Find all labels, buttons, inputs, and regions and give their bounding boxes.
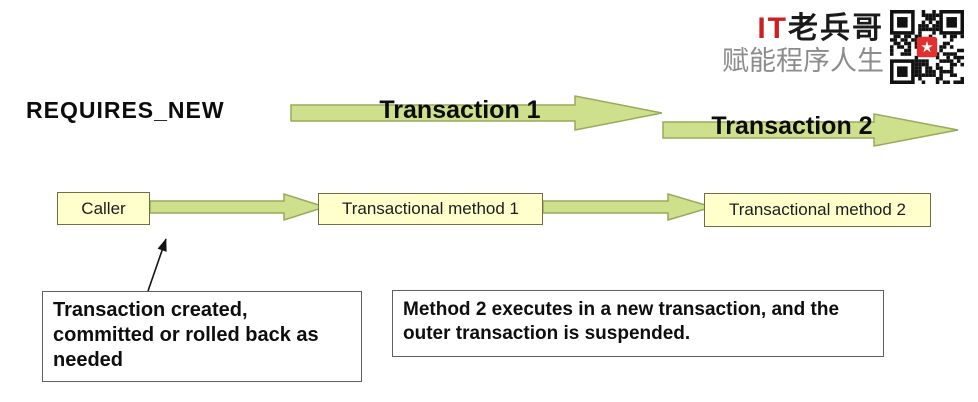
caller-to-method1-arrow — [149, 192, 328, 222]
transaction-2-arrow — [662, 113, 959, 147]
note-transaction-lifecycle: Transaction created, committed or rolled… — [42, 291, 362, 382]
brand-logo-title: IT老兵哥 — [722, 12, 884, 45]
node-transactional-method-1: Transactional method 1 — [318, 193, 543, 225]
svg-text:★: ★ — [920, 39, 934, 56]
transaction-1-arrow — [290, 95, 663, 131]
transaction-1-label: Transaction 1 — [379, 96, 541, 124]
logo-it-text: IT — [757, 12, 788, 45]
transaction-2-label: Transaction 2 — [711, 112, 873, 140]
node-transactional-method-2: Transactional method 2 — [704, 193, 931, 227]
annotation-arrow — [147, 238, 167, 292]
note-method2-behavior: Method 2 executes in a new transaction, … — [392, 290, 884, 357]
node-caller: Caller — [57, 192, 150, 225]
propagation-label: REQUIRES_NEW — [26, 97, 225, 123]
method1-to-method2-arrow — [542, 192, 715, 222]
qr-code-icon: ★ — [890, 10, 964, 84]
brand-logo: IT老兵哥 赋能程序人生 — [722, 12, 884, 77]
logo-tagline: 赋能程序人生 — [722, 46, 884, 76]
logo-name-text: 老兵哥 — [788, 12, 884, 45]
